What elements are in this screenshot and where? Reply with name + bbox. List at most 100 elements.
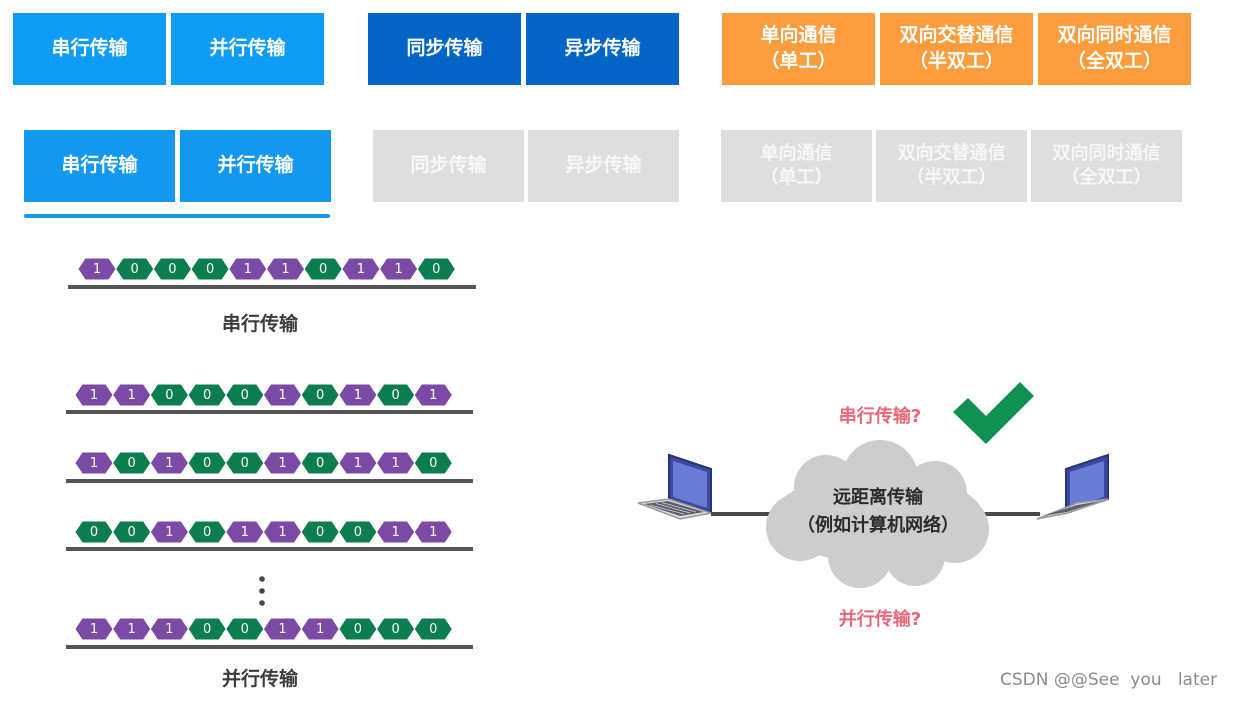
bit-hex — [264, 384, 301, 406]
label: 双向交替通信 — [899, 24, 1014, 47]
bit-hex — [188, 384, 226, 406]
bit-hex — [301, 384, 339, 406]
label: 串行传输 — [61, 154, 138, 177]
bit-hex — [226, 452, 264, 474]
vertical-ellipsis-icon — [259, 576, 265, 606]
bit-value: 0 — [206, 262, 214, 277]
bit-hex — [113, 618, 151, 640]
parallel-caption: 并行传输 — [222, 668, 299, 690]
sublabel: （半双工） — [908, 50, 1004, 72]
bit-value: 1 — [241, 525, 249, 540]
half-duplex-box: 双向交替通信 （半双工） — [880, 13, 1033, 85]
bit-hex — [188, 452, 226, 474]
label: 并行传输 — [217, 154, 294, 177]
parallel-tab[interactable]: 并行传输 — [180, 130, 331, 202]
bit-value: 1 — [278, 456, 286, 471]
bit-value: 1 — [429, 388, 437, 403]
bit-hex — [377, 384, 415, 406]
sync-tab[interactable]: 同步传输 — [373, 130, 524, 202]
bit-value: 1 — [128, 388, 136, 403]
label: 单向通信 — [760, 24, 837, 47]
bit-value: 0 — [391, 388, 399, 403]
bit-value: 0 — [354, 622, 362, 637]
bit-value: 1 — [278, 525, 286, 540]
simplex-tab[interactable]: 单向通信 （单工） — [721, 130, 872, 202]
check-icon — [953, 382, 1034, 444]
async-transmission-box: 异步传输 — [526, 13, 679, 85]
bit-hex — [267, 258, 304, 280]
bit-hex — [113, 452, 151, 474]
label: 双向交替通信 — [897, 142, 1006, 164]
bit-value: 0 — [241, 456, 249, 471]
label: 单向通信 — [760, 142, 833, 164]
cloud-icon — [766, 440, 989, 588]
bit-hex — [301, 521, 339, 543]
simplex-box: 单向通信 （单工） — [722, 13, 875, 85]
network-scene: 远距离传输 （例如计算机网络） 串行传输? 并行传输? — [637, 382, 1109, 630]
laptop-icon — [637, 453, 714, 520]
full-duplex-tab[interactable]: 双向同时通信 （全双工） — [1031, 130, 1182, 202]
half-duplex-tab[interactable]: 双向交替通信 （半双工） — [876, 130, 1027, 202]
async-tab[interactable]: 异步传输 — [528, 130, 679, 202]
bit-hex — [153, 258, 191, 280]
bit-hex — [226, 384, 264, 406]
bit-value: 1 — [357, 262, 365, 277]
bit-value: 0 — [203, 388, 211, 403]
bit-hex — [75, 521, 113, 543]
parallel-question: 并行传输? — [839, 608, 921, 630]
bit-value: 0 — [316, 388, 324, 403]
bit-value: 1 — [281, 262, 289, 277]
bit-value: 0 — [432, 262, 440, 277]
bit-value: 0 — [241, 388, 249, 403]
label: 同步传输 — [406, 37, 483, 60]
bit-value: 1 — [278, 388, 286, 403]
bit-hex — [113, 521, 151, 543]
bit-value: 0 — [354, 525, 362, 540]
bit-hex — [78, 258, 116, 280]
watermark: CSDN @@See you later — [1000, 670, 1218, 690]
bit-value: 1 — [165, 622, 173, 637]
bit-hex — [191, 258, 229, 280]
bit-value: 1 — [90, 388, 98, 403]
bit-hex — [229, 258, 267, 280]
sync-transmission-box: 同步传输 — [368, 13, 521, 85]
bit-value: 1 — [93, 262, 101, 277]
bit-value: 1 — [354, 388, 362, 403]
bit-hex — [339, 452, 377, 474]
serial-tab[interactable]: 串行传输 — [24, 130, 175, 202]
bit-hex — [380, 258, 418, 280]
label: 双向同时通信 — [1057, 24, 1172, 47]
label: 并行传输 — [209, 37, 286, 60]
bit-hex — [150, 521, 188, 543]
bit-hex — [75, 384, 113, 406]
bit-value: 1 — [278, 622, 286, 637]
cloud-line-2: （例如计算机网络） — [797, 514, 959, 536]
label: 异步传输 — [564, 37, 641, 60]
bit-hex — [113, 384, 151, 406]
label: 异步传输 — [565, 154, 642, 177]
bit-hex — [417, 258, 455, 280]
bit-hex — [342, 258, 380, 280]
bit-hex — [304, 258, 342, 280]
label: 串行传输 — [51, 37, 128, 60]
bit-value: 0 — [316, 456, 324, 471]
sublabel: （全双工） — [1066, 50, 1162, 72]
bit-value: 1 — [391, 456, 399, 471]
bit-value: 0 — [241, 622, 249, 637]
bit-value: 0 — [429, 622, 437, 637]
serial-question: 串行传输? — [839, 405, 921, 427]
bit-hex — [188, 618, 226, 640]
bit-value: 0 — [128, 525, 136, 540]
bit-value: 0 — [128, 456, 136, 471]
bit-value: 1 — [90, 456, 98, 471]
bit-hex — [339, 618, 377, 640]
bit-hex — [150, 384, 188, 406]
bit-hex — [116, 258, 154, 280]
bit-hex — [339, 521, 377, 543]
bit-hex — [414, 384, 452, 406]
